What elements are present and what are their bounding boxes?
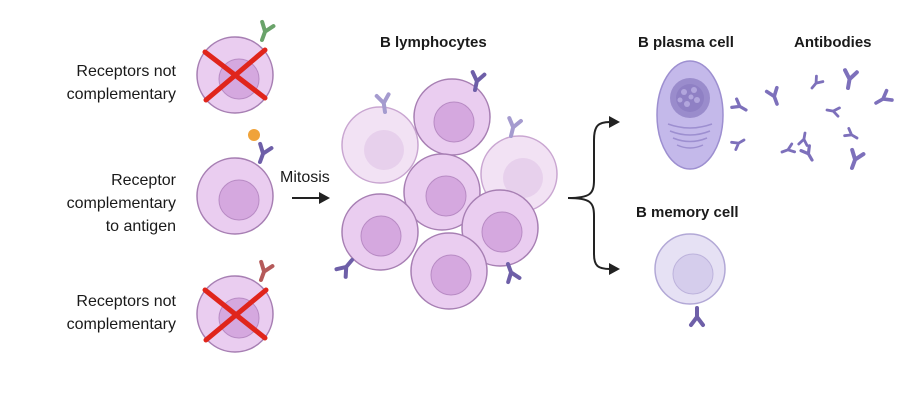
receptor-red-icon [259,259,275,282]
antigen-icon [248,129,260,141]
cell-not-complementary-bottom [196,259,275,353]
b-plasma-cell [656,60,724,170]
cross-icon [202,287,269,343]
receptor-green-icon [260,19,276,42]
label-antibodies: Antibodies [794,34,872,51]
b-memory-cell [654,233,726,327]
mitosis-arrow-icon [292,192,330,204]
label-mitosis: Mitosis [280,169,330,186]
branch-brace-icon [567,121,611,270]
label-receptors-not-complementary-bottom: Receptors not complementary [66,293,176,333]
cross-icon [202,47,268,103]
receptor-icon [689,306,705,327]
arrow-head-icon [609,116,620,128]
cell-complementary [196,129,274,235]
receptor-icon [334,254,359,279]
label-receptors-not-complementary-top: Receptors not complementary [66,63,176,103]
label-b-memory-cell: B memory cell [636,204,739,221]
arrow-head-icon [609,263,620,275]
label-b-plasma-cell: B plasma cell [638,34,734,51]
receptor-icon [503,116,523,140]
receptor-icon [258,141,274,164]
label-b-lymphocytes: B lymphocytes [380,34,487,51]
label-receptor-complementary: Receptor complementary to antigen [66,172,176,235]
b-lymphocyte-cluster [334,70,558,310]
cell-not-complementary-top [196,19,276,114]
antibodies-group [730,68,894,173]
